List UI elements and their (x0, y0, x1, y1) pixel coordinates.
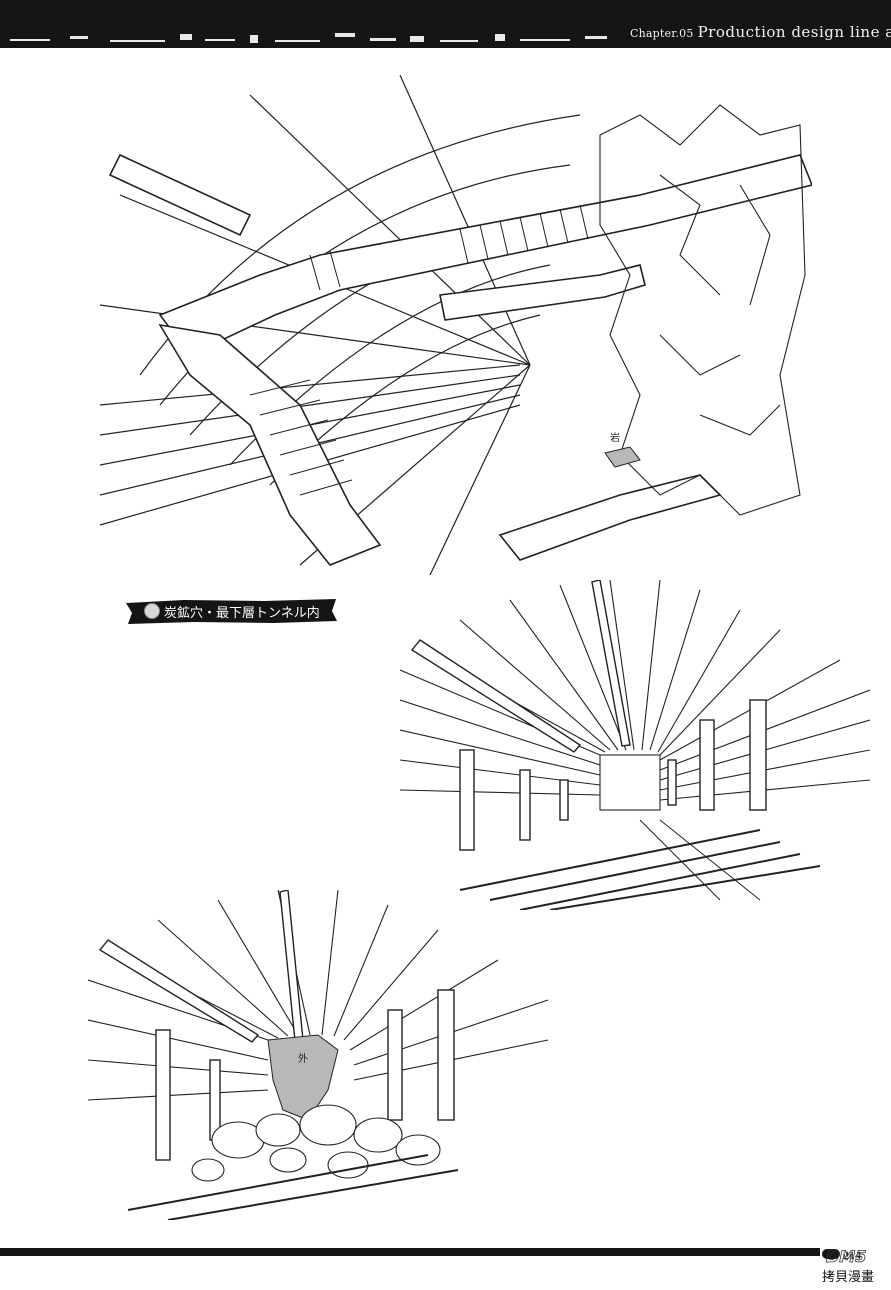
illustration-timber-tunnel (400, 580, 870, 910)
page-number: 214 (843, 1248, 861, 1262)
section-title: Production design line art (697, 23, 891, 41)
watermark-text: 拷貝漫畫 (822, 1270, 875, 1285)
rock-note: 岩 (610, 431, 620, 444)
svg-text:DM5: DM5 (826, 1247, 866, 1266)
illustration-pipe-tunnel: 岩 (100, 75, 812, 575)
header-grunge-texture (10, 33, 607, 43)
page-marker-icon (822, 1249, 840, 1259)
footer-band (0, 1248, 820, 1256)
caption-marker-icon (144, 603, 160, 619)
caption-text: 炭鉱穴・最下層トンネル内 (164, 606, 320, 621)
illustration-collapsed-tunnel: 外 (88, 890, 558, 1220)
chapter-label: Chapter.05 (630, 27, 694, 40)
caption-brush-stroke (126, 599, 337, 624)
scene-caption: 炭鉱穴・最下層トンネル内 (124, 597, 338, 625)
watermark-logo-icon: DM5 (826, 1247, 867, 1267)
opening-note: 外 (298, 1053, 308, 1065)
